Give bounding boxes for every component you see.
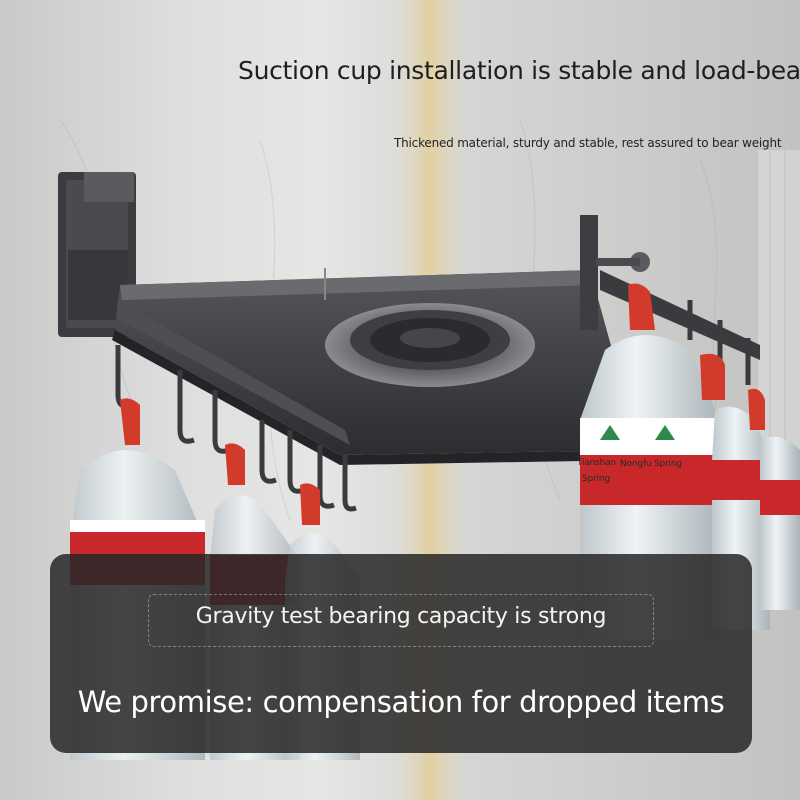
hook-icon (342, 455, 357, 512)
gravity-test-text: Gravity test bearing capacity is strong (195, 604, 607, 629)
bottle-label-nongfu: Nongfu Spring (620, 459, 682, 469)
subline: Thickened material, sturdy and stable, r… (394, 136, 782, 150)
water-bottle-right-3 (748, 388, 800, 610)
hook-row-left (115, 345, 357, 512)
bottle-label-tianshan-bottom: Spring (582, 474, 610, 484)
hook-icon (177, 370, 195, 444)
promise-text: We promise: compensation for dropped ite… (77, 685, 725, 719)
wall-bracket (58, 172, 136, 337)
bottle-label-tianshan-top: Tianshan (577, 458, 616, 468)
gravity-test-box (148, 594, 654, 647)
suction-cup-icon (325, 303, 535, 387)
hook-icon (259, 420, 277, 484)
promise-panel: Gravity test bearing capacity is strong … (50, 554, 752, 753)
headline: Suction cup installation is stable and l… (238, 56, 800, 85)
